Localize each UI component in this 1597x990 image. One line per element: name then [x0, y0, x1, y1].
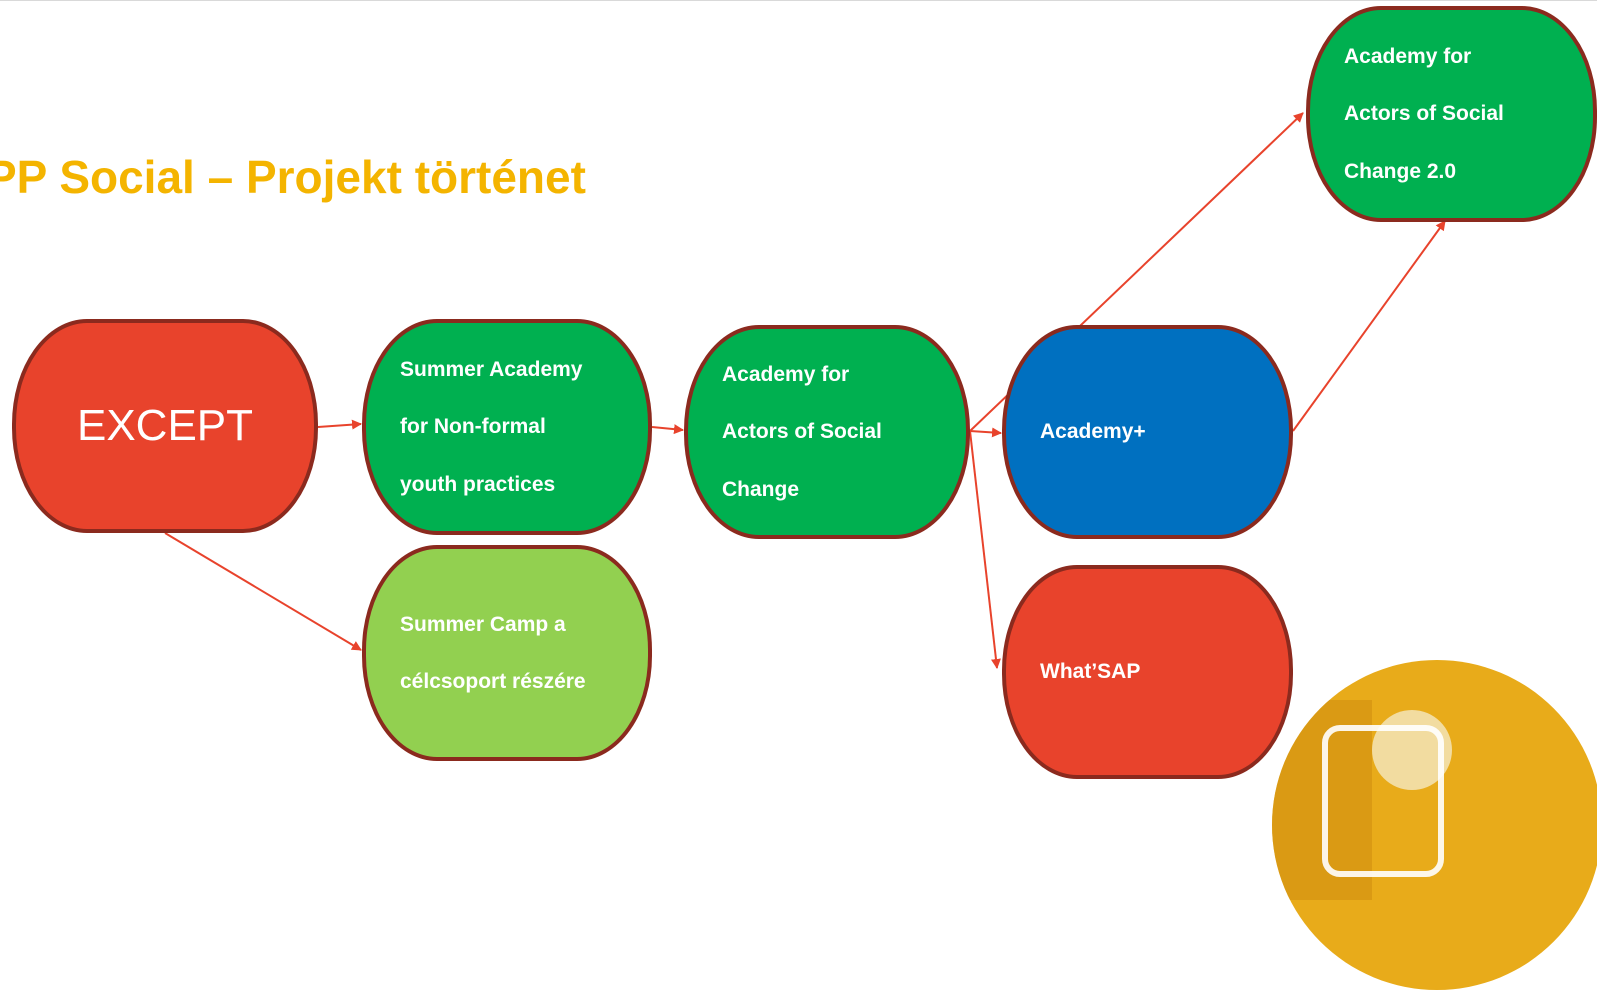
arrow-except-to-summer-academy [317, 419, 362, 430]
logo-image [1272, 660, 1597, 990]
arrow-academy-actors-to-whatsap [969, 430, 1001, 669]
node-summer-academy-line: for Non-formal [400, 415, 546, 439]
node-summer-academy: Summer Academy for Non-formal youth prac… [362, 319, 652, 535]
node-summer-camp-line: Summer Camp a [400, 612, 566, 636]
node-summer-academy-line: Summer Academy [400, 357, 583, 381]
top-divider [0, 0, 1597, 1]
node-except: EXCEPT [12, 319, 318, 533]
node-academy-actors-2-line: Academy for [1344, 44, 1472, 68]
node-academy-actors: Academy for Actors of Social Change [684, 325, 970, 539]
node-academy-actors-line: Academy for [722, 362, 850, 386]
node-academy-actors-line: Actors of Social [722, 420, 882, 444]
node-academy-actors-line: Change [722, 477, 800, 501]
node-whatsap: What’SAP [1002, 565, 1293, 779]
node-summer-camp-line: célcsoport részére [400, 670, 586, 693]
node-academy-plus: Academy+ [1002, 325, 1293, 539]
node-summer-camp: Summer Camp a célcsoport részére [362, 545, 652, 761]
node-academy-plus-line: Academy+ [1040, 420, 1146, 444]
arrow-academy-actors-to-academy-plus [969, 427, 1002, 438]
page-title: PP Social – Projekt történet [0, 151, 586, 203]
arrow-summer-academy-to-academy-actors [651, 424, 684, 435]
arrow-except-to-summer-camp [164, 532, 362, 651]
node-whatsap-line: What’SAP [1040, 660, 1141, 684]
arrow-academy-plus-to-academy-actors-2 [1292, 220, 1446, 432]
logo-frame [1322, 725, 1444, 877]
node-academy-actors-2-line: Change 2.0 [1344, 159, 1457, 183]
node-academy-actors-2-line: Actors of Social [1344, 102, 1504, 126]
node-academy-actors-2: Academy for Actors of Social Change 2.0 [1306, 6, 1597, 222]
node-summer-academy-line: youth practices [400, 472, 556, 496]
node-except-label: EXCEPT [76, 401, 254, 451]
